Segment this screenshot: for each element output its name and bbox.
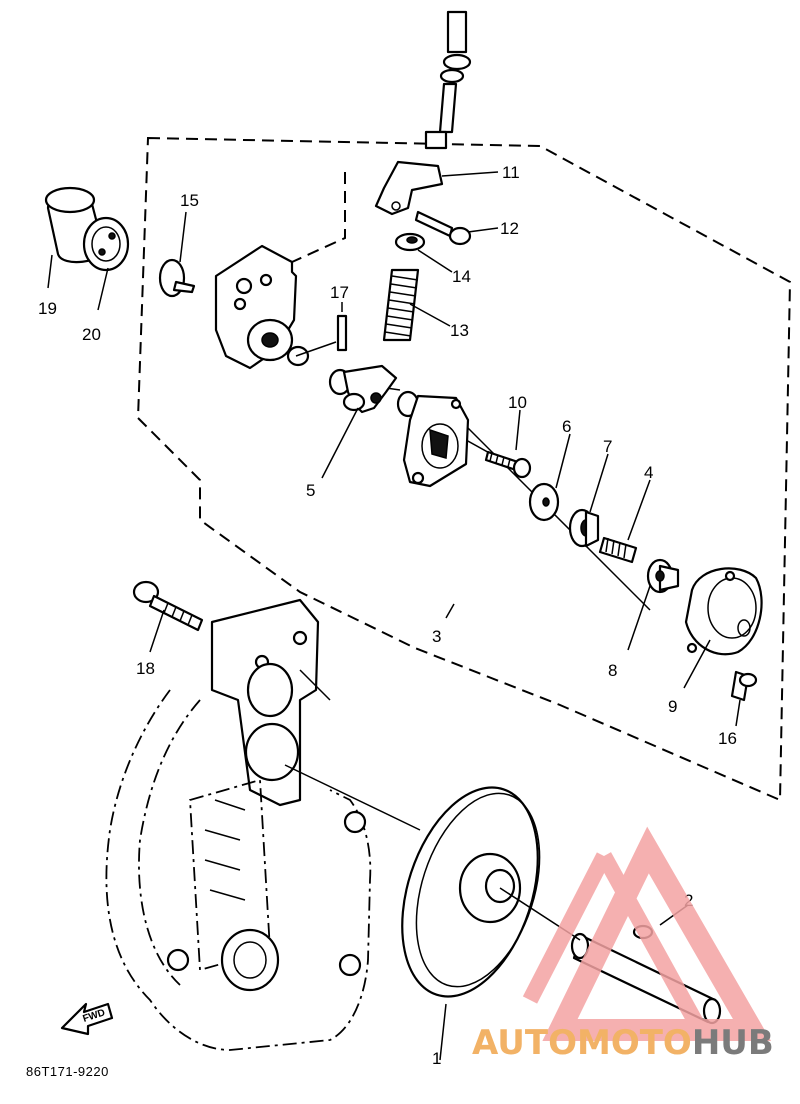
callout-1: 1 xyxy=(432,1049,441,1068)
callout-3: 3 xyxy=(432,627,441,646)
callout-4: 4 xyxy=(644,463,653,482)
watermark-auto: AUTO xyxy=(472,1023,577,1063)
lever-shaft-5 xyxy=(328,364,398,414)
callout-15: 15 xyxy=(180,191,199,210)
watermark-hub: HUB xyxy=(692,1023,774,1063)
screw-12 xyxy=(414,210,472,246)
callout-11: 11 xyxy=(502,163,520,182)
throttle-cable xyxy=(424,10,472,150)
washer-15 xyxy=(158,258,196,298)
watermark-text: AUTOMOTOHUB xyxy=(472,1023,774,1063)
callout-20: 20 xyxy=(82,325,101,344)
pump-cover-9 xyxy=(684,567,763,656)
gear-7 xyxy=(568,508,600,548)
washer-6 xyxy=(528,482,560,522)
forward-arrow-icon: FWD xyxy=(60,1002,114,1036)
crankcase-outline xyxy=(105,689,372,1051)
watermark-moto: MOTO xyxy=(577,1023,692,1063)
callout-10: 10 xyxy=(508,393,527,412)
callout-5: 5 xyxy=(306,481,315,500)
lever-bracket-11 xyxy=(374,160,444,216)
callout-8: 8 xyxy=(608,661,617,680)
automotohub-watermark-logo xyxy=(522,826,772,1041)
drawing-code: 86T171-9220 xyxy=(26,1064,109,1079)
screw-10 xyxy=(484,450,532,479)
callout-13: 13 xyxy=(450,321,469,340)
callout-19: 19 xyxy=(38,299,57,318)
primary-sheave xyxy=(401,786,541,998)
watermark-triangle-left xyxy=(522,852,612,1004)
callout-12: 12 xyxy=(500,219,519,238)
bolt-18 xyxy=(132,580,204,632)
spring-4 xyxy=(598,536,638,564)
crankcase-inner-outline xyxy=(138,699,201,986)
bolt-16 xyxy=(730,670,758,702)
pin-17 xyxy=(336,314,348,352)
governor-housing xyxy=(214,244,337,370)
callout-16: 16 xyxy=(718,729,737,748)
assembly-boundary-dashed xyxy=(136,136,792,802)
callout-14: 14 xyxy=(452,267,471,286)
callout-leaders xyxy=(47,171,741,1061)
oil-seal-8 xyxy=(646,558,680,594)
callout-18: 18 xyxy=(136,659,155,678)
bushing-20 xyxy=(82,216,130,272)
spring-seat-14 xyxy=(394,232,426,252)
callout-6: 6 xyxy=(562,417,571,436)
assembly-boundary-upper-dashed xyxy=(291,172,346,263)
watermark-triangle-inner xyxy=(596,852,708,1034)
callout-17: 17 xyxy=(330,283,349,302)
callout-7: 7 xyxy=(603,437,612,456)
case-cover-plate xyxy=(166,598,367,992)
pump-housing xyxy=(396,390,470,488)
spring-13 xyxy=(382,268,420,342)
callout-9: 9 xyxy=(668,697,677,716)
watermark-triangle-outer xyxy=(542,826,772,1041)
